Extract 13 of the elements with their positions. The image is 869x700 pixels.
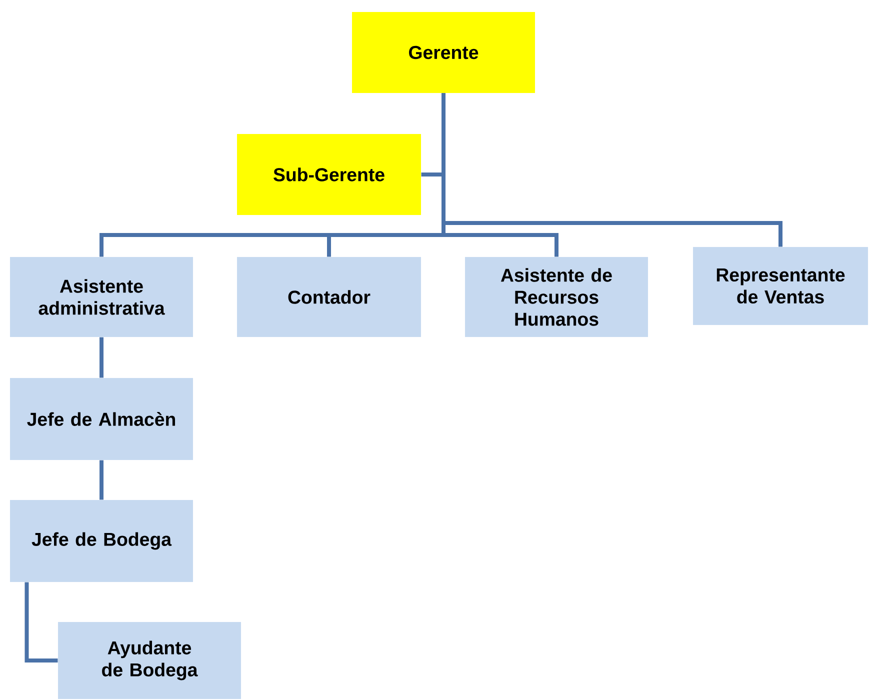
position-box: Jefe de Bodega (10, 500, 193, 582)
connector-line (100, 460, 104, 500)
position-box: Asistente administrativa (10, 257, 193, 337)
connector-line (442, 93, 782, 247)
manager-box: Gerente (352, 12, 535, 93)
manager-box: Sub-Gerente (237, 134, 421, 215)
connector-line (24, 582, 58, 662)
position-box: Asistente de Recursos Humanos (465, 257, 648, 337)
position-box: Jefe de Almacèn (10, 378, 193, 460)
connector-line (100, 337, 104, 378)
position-box: Contador (237, 257, 421, 337)
position-box: Representante de Ventas (693, 247, 868, 325)
position-box: Ayudante de Bodega (58, 622, 241, 699)
